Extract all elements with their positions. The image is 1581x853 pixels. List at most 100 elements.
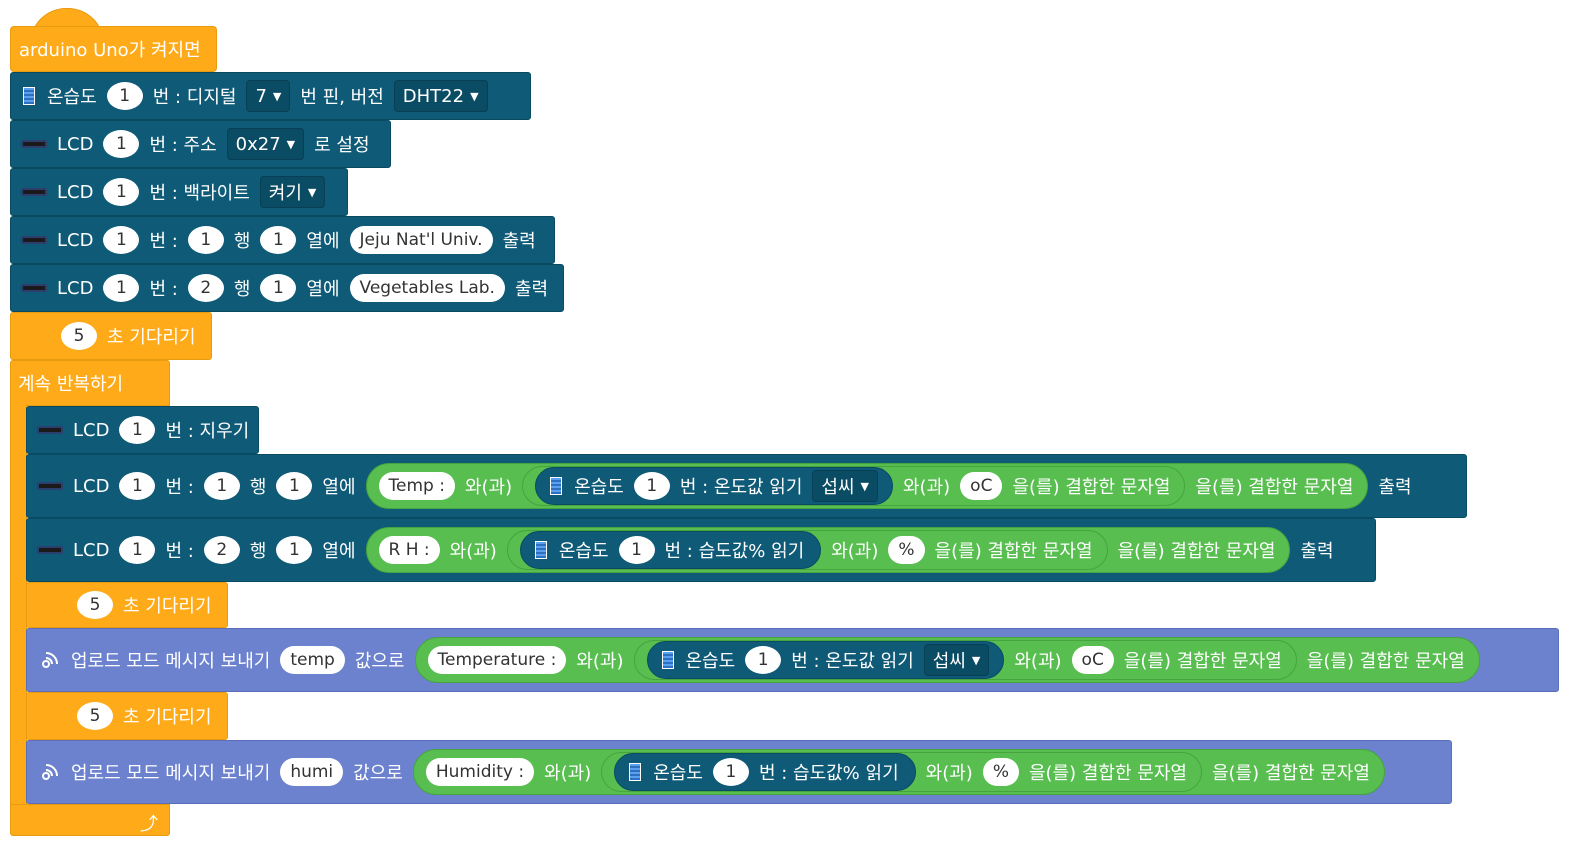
join-string-block[interactable]: Temp : 와(과) 온습도 1 번 : 온도값 읽기 섭씨▼ 와(과) oC…: [365, 463, 1369, 509]
text-input[interactable]: Jeju Nat'l Univ.: [349, 226, 493, 254]
block-text: 을(를) 결합한 문자열: [1306, 651, 1465, 672]
block-text: 번 : 온도값 읽기: [791, 651, 914, 672]
block-text: 로 설정: [314, 135, 370, 156]
join-string-block[interactable]: 온습도 1 번 : 습도값% 읽기 와(과) % 을(를) 결합한 문자열: [601, 752, 1202, 792]
block-text: 행: [233, 231, 251, 252]
block-text: 행: [249, 477, 267, 498]
read-temperature-block[interactable]: 온습도 1 번 : 온도값 읽기 섭씨▼: [535, 467, 893, 505]
number-input[interactable]: 1: [119, 472, 156, 500]
loop-block-header[interactable]: [10, 360, 170, 406]
number-input[interactable]: 1: [745, 646, 782, 674]
unit-dropdown[interactable]: 섭씨▼: [812, 470, 878, 502]
seconds-input[interactable]: 5: [77, 702, 113, 730]
number-input[interactable]: 1: [103, 226, 140, 254]
wait-block[interactable]: 5 초 기다리기: [26, 582, 228, 628]
seconds-input[interactable]: 5: [77, 591, 113, 619]
col-input[interactable]: 1: [260, 274, 297, 302]
text-input[interactable]: oC: [960, 472, 1003, 500]
lcd-print-humi-block[interactable]: LCD 1 번 : 2 행 1 열에 R H : 와(과) 온습도 1 번 : …: [26, 518, 1376, 582]
block-text: 번 : 지우기: [165, 421, 250, 442]
row-input[interactable]: 2: [203, 536, 240, 564]
upload-message-humi-block[interactable]: 업로드 모드 메시지 보내기 humi 값으로 Humidity : 와(과) …: [26, 740, 1452, 804]
lcd-print-block[interactable]: LCD 1 번 : 2 행 1 열에 Vegetables Lab. 출력: [10, 264, 564, 312]
block-text: 초 기다리기: [123, 707, 212, 728]
block-text: LCD: [73, 539, 110, 561]
lcd-print-temp-block[interactable]: LCD 1 번 : 1 행 1 열에 Temp : 와(과) 온습도 1 번 :…: [26, 454, 1467, 518]
wait-block[interactable]: 5 초 기다리기: [26, 692, 228, 740]
number-input[interactable]: 1: [119, 536, 156, 564]
col-input[interactable]: 1: [276, 472, 313, 500]
join-string-block[interactable]: 온습도 1 번 : 온도값 읽기 섭씨▼ 와(과) oC 을(를) 결합한 문자…: [633, 640, 1297, 680]
dropdown-arrow-icon: ▼: [470, 89, 479, 103]
lcd-clear-block[interactable]: LCD 1 번 : 지우기: [26, 406, 259, 454]
version-dropdown[interactable]: DHT22▼: [393, 80, 488, 112]
lcd-icon: [21, 236, 47, 244]
text-input[interactable]: %: [982, 758, 1019, 786]
text-input[interactable]: Humidity :: [425, 758, 535, 786]
block-text: 와(과): [925, 763, 973, 784]
block-text: 온습도: [685, 651, 736, 672]
dht-setup-block[interactable]: 온습도 1 번 : 디지털 7▼ 번 핀, 버전 DHT22▼: [10, 72, 531, 120]
seconds-input[interactable]: 5: [61, 322, 97, 350]
join-string-block[interactable]: R H : 와(과) 온습도 1 번 : 습도값% 읽기 와(과) % 을(를)…: [365, 527, 1291, 573]
unit-dropdown[interactable]: 섭씨▼: [923, 644, 990, 676]
read-humidity-block[interactable]: 온습도 1 번 : 습도값% 읽기: [519, 531, 822, 569]
col-input[interactable]: 1: [276, 536, 313, 564]
block-text: 번 핀, 버전: [300, 87, 384, 108]
block-text: 값으로: [353, 763, 403, 784]
dht-sensor-icon: [534, 541, 547, 559]
backlight-dropdown[interactable]: 켜기▼: [259, 176, 326, 208]
lcd-print-block[interactable]: LCD 1 번 : 1 행 1 열에 Jeju Nat'l Univ. 출력: [10, 216, 555, 264]
text-input[interactable]: oC: [1071, 646, 1114, 674]
number-input[interactable]: 1: [119, 416, 156, 444]
block-text: 온습도: [574, 477, 624, 498]
text-input[interactable]: Temp :: [378, 472, 455, 500]
wait-block[interactable]: 5 초 기다리기: [10, 312, 212, 360]
loop-block-arm: [10, 405, 27, 807]
key-input[interactable]: humi: [280, 758, 344, 786]
address-dropdown[interactable]: 0x27▼: [226, 128, 305, 160]
key-input[interactable]: temp: [280, 646, 345, 674]
number-input[interactable]: 1: [618, 536, 655, 564]
block-text: 와(과): [449, 541, 497, 562]
block-text: 온습도: [47, 87, 97, 108]
text-input[interactable]: Vegetables Lab.: [349, 274, 505, 302]
block-text: 번 :: [149, 231, 178, 252]
number-input[interactable]: 1: [712, 758, 749, 786]
text-input[interactable]: %: [888, 536, 925, 564]
read-humidity-block[interactable]: 온습도 1 번 : 습도값% 읽기: [614, 753, 916, 791]
row-input[interactable]: 1: [203, 472, 240, 500]
lcd-address-block[interactable]: LCD 1 번 : 주소 0x27▼ 로 설정: [10, 120, 391, 168]
dht-sensor-icon: [550, 477, 563, 495]
block-text: 을(를) 결합한 문자열: [1028, 763, 1187, 784]
join-string-block[interactable]: Temperature : 와(과) 온습도 1 번 : 온도값 읽기 섭씨▼ …: [414, 637, 1480, 683]
block-text: 을(를) 결합한 문자열: [1117, 541, 1276, 562]
hat-block[interactable]: arduino Uno가 켜지면: [10, 26, 217, 72]
text-input[interactable]: Temperature :: [427, 646, 567, 674]
dropdown-arrow-icon: ▼: [971, 653, 981, 667]
col-input[interactable]: 1: [260, 226, 297, 254]
lcd-icon: [37, 546, 63, 554]
text-input[interactable]: R H :: [378, 536, 440, 564]
block-text: 온습도: [653, 763, 703, 784]
row-input[interactable]: 2: [187, 274, 224, 302]
number-input[interactable]: 1: [103, 130, 140, 158]
number-input[interactable]: 1: [103, 178, 140, 206]
row-input[interactable]: 1: [187, 226, 224, 254]
block-text: 번 : 온도값 읽기: [679, 477, 803, 498]
join-string-block[interactable]: 온습도 1 번 : 온도값 읽기 섭씨▼ 와(과) oC 을(를) 결합한 문자…: [522, 466, 1186, 506]
number-input[interactable]: 1: [633, 472, 670, 500]
loop-block-footer: [10, 804, 170, 836]
block-text: 번 :: [165, 541, 194, 562]
block-text: 값으로: [354, 651, 405, 672]
join-string-block[interactable]: 온습도 1 번 : 습도값% 읽기 와(과) % 을(를) 결합한 문자열: [506, 530, 1108, 570]
block-text: 와(과): [831, 541, 879, 562]
join-string-block[interactable]: Humidity : 와(과) 온습도 1 번 : 습도값% 읽기 와(과) %…: [412, 749, 1385, 795]
upload-message-temp-block[interactable]: 업로드 모드 메시지 보내기 temp 값으로 Temperature : 와(…: [26, 628, 1559, 692]
block-text: LCD: [73, 419, 110, 441]
lcd-backlight-block[interactable]: LCD 1 번 : 백라이트 켜기▼: [10, 168, 348, 216]
read-temperature-block[interactable]: 온습도 1 번 : 온도값 읽기 섭씨▼: [646, 641, 1005, 679]
number-input[interactable]: 1: [106, 82, 143, 110]
pin-dropdown[interactable]: 7▼: [246, 80, 291, 112]
number-input[interactable]: 1: [103, 274, 140, 302]
